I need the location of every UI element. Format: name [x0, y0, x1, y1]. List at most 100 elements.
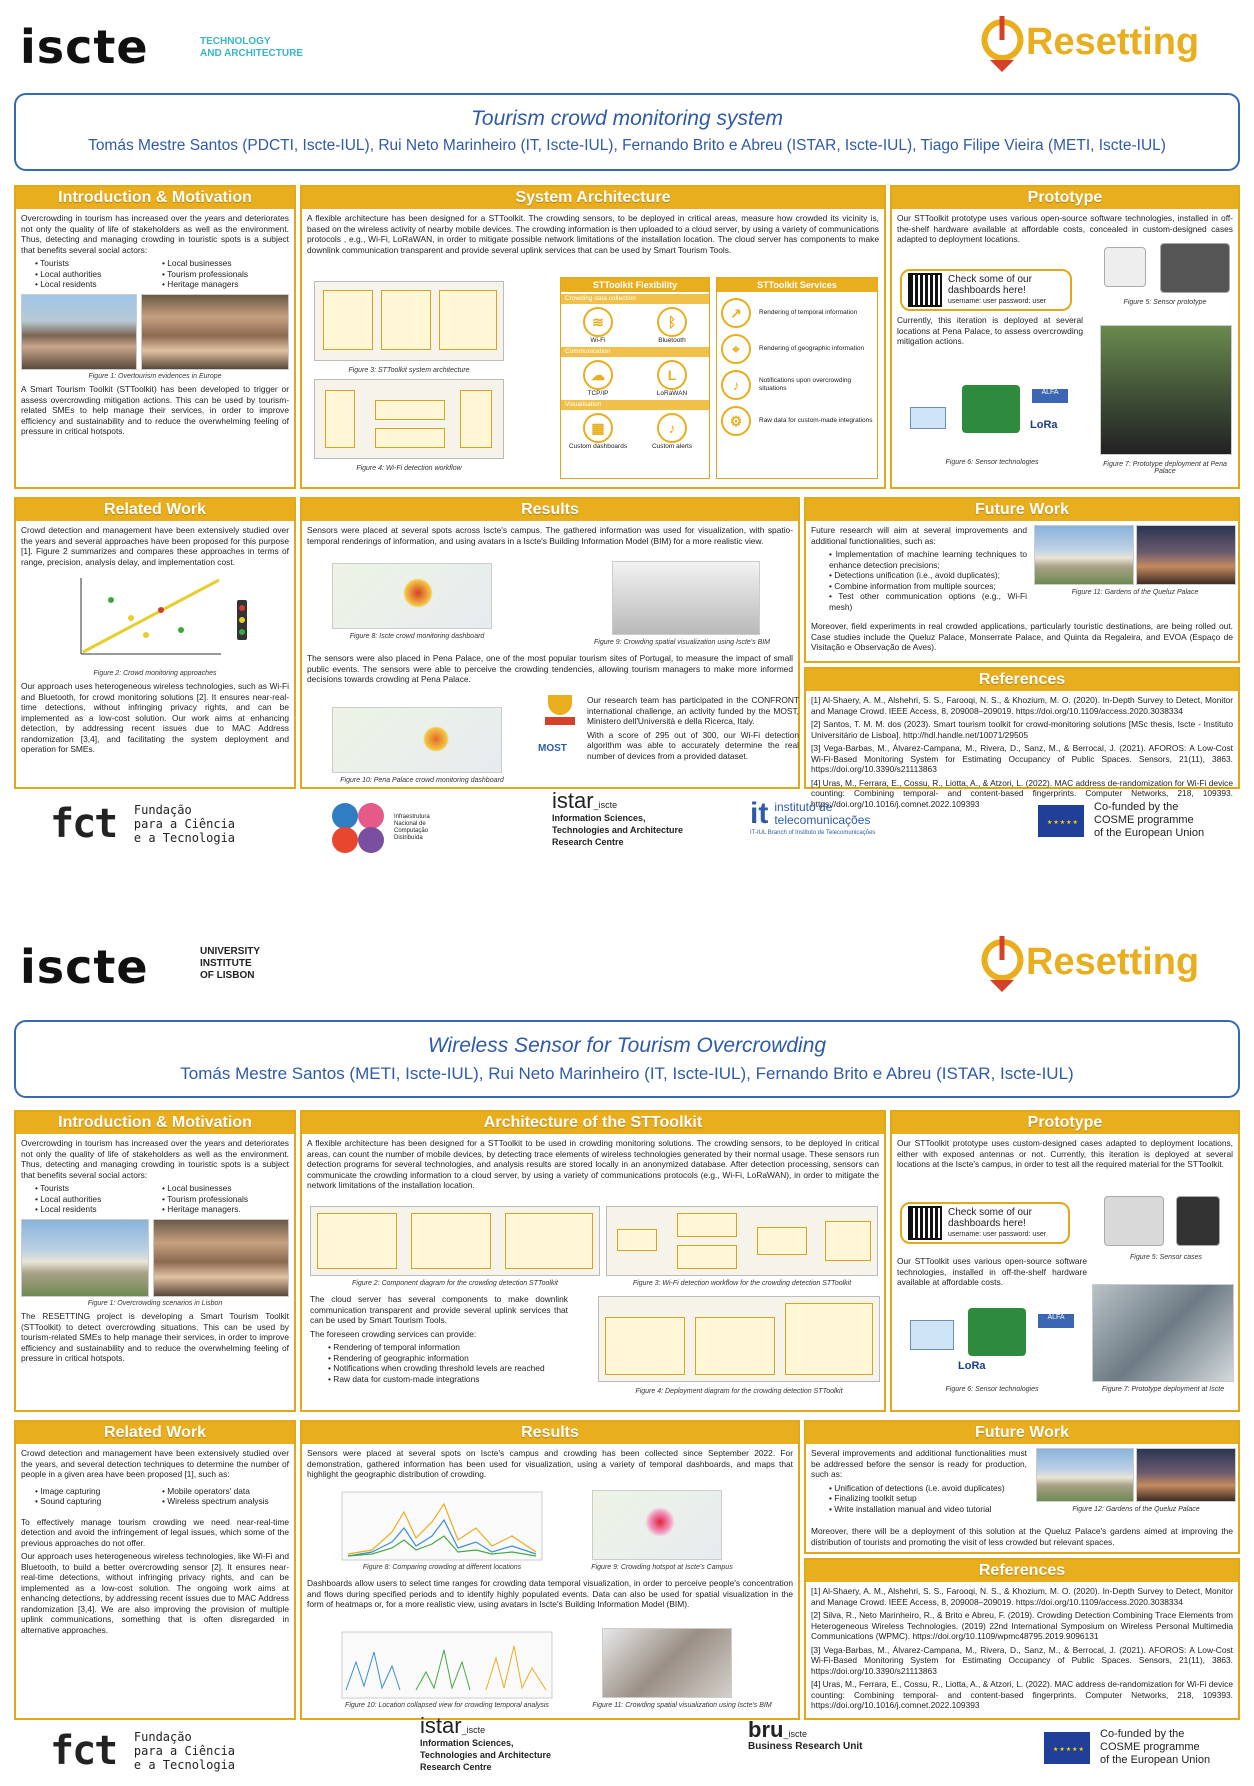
list-item: Tourists — [35, 258, 162, 269]
most-logo: MOST — [538, 743, 567, 754]
eu-cosme-logo: Co-funded by the COSME programme of the … — [1044, 1728, 1210, 1767]
crowding-locations-chart — [341, 1491, 543, 1561]
alfa-adapter: ALFA — [1038, 1314, 1074, 1328]
figure-caption: Figure 2: Component diagram for the crow… — [352, 1280, 558, 1287]
reference-item: [2] Silva, R., Neto Marinheiro, R., & Br… — [811, 1610, 1233, 1641]
istar-logo-text: istar — [552, 788, 594, 813]
pena-deployment-photo — [1100, 325, 1232, 455]
list-item: Local authorities — [35, 1194, 162, 1205]
list-item: Test other communication options (e.g., … — [829, 591, 1027, 612]
fct-logo-line: Fundação — [133, 1730, 192, 1744]
sensor-prototype-photo — [1160, 243, 1230, 293]
qr-code-icon[interactable] — [908, 273, 942, 307]
references-heading: References — [806, 669, 1238, 691]
figure-caption: Figure 5: Sensor prototype — [1123, 299, 1207, 306]
system-architecture-diagram — [314, 281, 504, 361]
eu-logo-line: of the European Union — [1094, 827, 1205, 839]
intro-text-2: The RESETTING project is developing a Sm… — [21, 1311, 289, 1363]
qr-code-icon[interactable] — [908, 1206, 942, 1240]
istar-logo-line: Research Centre — [420, 1762, 492, 1772]
sensor-technologies-graphic: ALFA LoRa — [902, 367, 1082, 455]
istar-logo-line: Research Centre — [552, 837, 624, 847]
incd-logo: Infraestrutura Nacional de Computação Di… — [330, 801, 430, 855]
references-heading: References — [806, 1560, 1238, 1582]
references-panel: References [1] Al-Shaery, A. M., Alshehr… — [804, 1558, 1240, 1720]
confront-score-text: With a score of 295 out of 300, our Wi-F… — [587, 729, 799, 761]
reference-item: [2] Santos, T. M. M. dos (2023). Smart t… — [811, 719, 1233, 740]
reference-item: [3] Vega-Barbas, M., Álvarez-Campana, M.… — [811, 1644, 1233, 1676]
poster-title: Tourism crowd monitoring system — [471, 107, 783, 130]
overtourism-photo — [141, 293, 289, 370]
list-item: Heritage managers — [162, 279, 289, 290]
usb-dongle — [910, 1320, 954, 1350]
figure-caption: Figure 4: Wi-Fi detection workflow — [356, 465, 462, 472]
services-heading: STToolkit Services — [717, 278, 877, 292]
list-item: Detections unification (i.e., avoid dupl… — [829, 570, 1027, 581]
fct-logo-line: para a Ciência — [133, 1744, 236, 1758]
cloud-icon: ☁ — [583, 360, 613, 390]
resetting-logo-text: Resetting — [1026, 21, 1199, 63]
raspberry-pi-board — [968, 1308, 1026, 1356]
qr-text: dashboards here! — [948, 284, 1026, 296]
lora-logo: LoRa — [958, 1360, 986, 1372]
flex-sub: Crowding data collection — [561, 294, 709, 304]
queluz-photo — [1136, 525, 1236, 585]
istar-logo: istar_iscte Information Sciences, Techno… — [420, 1715, 551, 1773]
iscte-deployment-photo — [1092, 1284, 1234, 1382]
figure-caption: Figure 4: Deployment diagram for the cro… — [635, 1388, 843, 1395]
incd-logo-line: Computação — [394, 828, 429, 834]
bru-logo-text: bru — [748, 1717, 784, 1742]
figure-caption: Figure 10: Location collapsed view for c… — [345, 1702, 549, 1709]
stakeholder-list: Tourists Local businesses Local authorit… — [21, 1183, 289, 1215]
qr-credentials: username: user password: user — [948, 297, 1047, 305]
icon-label: TCP/IP — [587, 390, 609, 397]
related-work-heading: Related Work — [16, 1422, 294, 1444]
intro-text: Overcrowding in tourism has increased ov… — [21, 213, 289, 255]
eu-logo-line: COSME programme — [1094, 814, 1194, 826]
list-item: Sound capturing — [35, 1496, 162, 1507]
it-logo-line: instituto de — [774, 800, 833, 814]
poster-authors: Tomás Mestre Santos (METI, Iscte-IUL), R… — [180, 1064, 1074, 1083]
service-label: Notifications upon overcrowding situatio… — [759, 377, 852, 392]
prototype-panel: Prototype Our STToolkit prototype uses v… — [890, 185, 1240, 489]
dashboard-qr-box[interactable]: Check some of our dashboards here! usern… — [900, 1202, 1070, 1244]
related-work-text: Crowd detection and management have been… — [21, 1448, 289, 1479]
figure-caption: Figure 7: Prototype deployment at Pena P… — [1103, 461, 1227, 475]
qr-text: dashboards here! — [948, 1217, 1026, 1229]
istar-logo-sub: _iscte — [461, 1725, 486, 1735]
iscte-logo-subtitle: TECHNOLOGY AND ARCHITECTURE — [200, 36, 303, 60]
eu-logo-line: Co-funded by the — [1100, 1728, 1185, 1740]
list-item: Notifications when crowding threshold le… — [328, 1363, 568, 1374]
lisbon-tower-photo — [21, 1218, 150, 1297]
dashboard-qr-box[interactable]: Check some of our dashboards here! usern… — [900, 269, 1072, 311]
bru-logo-sub: _iscte — [783, 1729, 807, 1739]
iscte-dashboard-screenshot — [332, 563, 492, 629]
figure-caption: Figure 6: Sensor technologies — [945, 1386, 1039, 1393]
related-work-text-2: Our approach uses heterogeneous wireless… — [21, 681, 289, 754]
eu-cosme-logo: Co-funded by the COSME programme of the … — [1038, 801, 1204, 840]
prototype-panel: Prototype Our STToolkit prototype uses c… — [890, 1110, 1240, 1412]
references-panel: References [1] Al-Shaery, A. M., Alshehr… — [804, 667, 1240, 809]
intro-heading: Introduction & Motivation — [16, 1112, 294, 1134]
architecture-panel: System Architecture A flexible architect… — [300, 185, 886, 489]
istar-logo-line: Information Sciences, — [552, 813, 646, 823]
figure-caption: Figure 11: Gardens of the Queluz Palace — [1071, 589, 1199, 596]
bell-icon: ♪ — [657, 413, 687, 443]
future-work-text: Future research will aim at several impr… — [811, 525, 1027, 546]
sponsor-footer: fct Fundação para a Ciência e a Tecnolog… — [0, 1715, 1254, 1784]
future-work-panel: Future Work Future research will aim at … — [804, 497, 1240, 663]
incd-logo-line: Infraestrutura — [394, 814, 430, 820]
incd-logo-icon — [332, 803, 384, 853]
approaches-list: Image capturing Mobile operators' data S… — [21, 1486, 289, 1507]
overtourism-photo — [21, 293, 138, 370]
results-panel: Results Sensors were placed at several s… — [300, 497, 800, 789]
map-icon: ⌖ — [721, 334, 751, 364]
results-text: Sensors were placed at several spots on … — [307, 1448, 793, 1479]
istar-logo-text: istar — [420, 1713, 462, 1738]
poster-title-box: Tourism crowd monitoring system Tomás Me… — [14, 93, 1240, 171]
reference-item: [1] Al-Shaery, A. M., Alshehri, S. S., F… — [811, 695, 1233, 716]
fct-logo-line: e a Tecnologia — [133, 1758, 236, 1772]
flex-sub: Visualisation — [561, 400, 709, 410]
eu-logo-line: Co-funded by the — [1094, 801, 1179, 813]
